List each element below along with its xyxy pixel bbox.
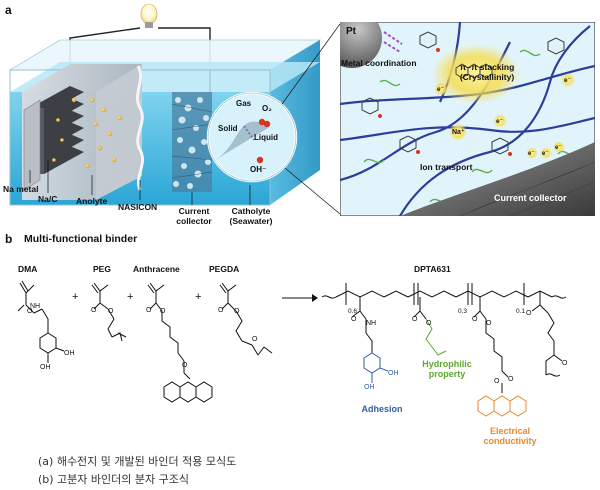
- pi-stacking-glow: [432, 44, 520, 104]
- hydrophilic-label: Hydrophilic property: [422, 359, 472, 379]
- dma-oh-atom-1: OH: [64, 350, 75, 357]
- subscript-0-1: 0.1: [516, 308, 525, 315]
- solid-label: Solid: [218, 124, 238, 133]
- electron-label-2: e⁻: [496, 118, 504, 125]
- dpta-oh-atom-1: OH: [388, 370, 399, 377]
- electrical-conductivity-label: Electrical conductivity: [483, 426, 537, 446]
- dpta-o-atom-3: O: [426, 320, 432, 327]
- battery-illustration: [8, 3, 340, 215]
- reaction-arrow: [282, 294, 318, 302]
- dma-nh-atom: NH: [30, 303, 40, 310]
- dpta-o-atom-7: O: [494, 378, 500, 385]
- molecule-fragments: [361, 31, 565, 155]
- pegda-o-atom-1: O: [218, 307, 224, 314]
- anthracene-name: Anthracene: [133, 264, 180, 274]
- nasicon-membrane: [135, 65, 145, 191]
- anthracene-o-atom-3: O: [182, 362, 188, 369]
- pegda-name: PEGDA: [209, 264, 240, 274]
- panel-b-title: Multi-functional binder: [24, 233, 138, 245]
- electron-label-4: e⁻: [528, 151, 535, 157]
- electrons: [434, 73, 575, 159]
- crystallinity-text: (Crystallinity): [459, 72, 515, 82]
- anthracene-monomer-structure: [147, 282, 213, 403]
- dpta-o-atom-2: O: [412, 316, 418, 323]
- pegda-o-atom-3: O: [252, 336, 258, 343]
- liquid-label: Liquid: [254, 133, 278, 142]
- dma-o-atom: O: [27, 308, 33, 315]
- plus-sign-3: +: [195, 291, 202, 303]
- anthracene-o-atom-2: O: [160, 308, 166, 315]
- anthracene-o-atom-1: O: [146, 307, 152, 314]
- peg-o-atom-1: O: [91, 307, 97, 314]
- anolyte-label: Anolyte: [76, 196, 108, 206]
- binder-network-zoom: [340, 22, 595, 216]
- na-c-electrode: [30, 86, 84, 174]
- subscript-0-6: 0.6: [348, 308, 357, 315]
- dma-oh-atom-2: OH: [40, 364, 51, 371]
- ion-transport-label: Ion transport: [420, 162, 473, 172]
- dpta-o-atom-9: O: [562, 360, 568, 367]
- dpta-o-atom-4: O: [472, 316, 478, 323]
- electron-label-3: e⁻: [564, 77, 572, 84]
- metal-coordination-bonds: [383, 31, 403, 53]
- light-bulb-icon: [140, 3, 158, 25]
- panel-b-letter: b: [5, 232, 13, 246]
- peg-o-atom-2: O: [108, 308, 114, 315]
- peg-structure: [91, 282, 127, 342]
- na-metal-plate: [23, 99, 41, 191]
- anolyte-particles: [52, 97, 123, 169]
- o2-label: O₂: [262, 104, 272, 113]
- zoom-line-bottom: [284, 167, 340, 215]
- nasicon-label: NASICON: [118, 202, 158, 212]
- dpta631-structure: 0.6 0.3 0.1 O NH O O O O O O O O OH OH: [321, 283, 568, 417]
- current-collector-zoom-label: Current collector: [494, 193, 567, 203]
- electron-label-6: e⁻: [555, 145, 562, 151]
- dpta-o-atom-6: O: [508, 376, 514, 383]
- gas-label: Gas: [236, 99, 252, 108]
- dpta-oh-atom-2: OH: [364, 384, 375, 391]
- dpta-o-atom-8: O: [526, 310, 532, 317]
- dma-structure: [17, 280, 65, 363]
- caption-b: (b) 고분자 바인더의 분자 구조식: [38, 473, 189, 486]
- monomer-structures: O NH OH OH O O O O O O O O: [17, 280, 273, 403]
- zoom-line-top: [281, 23, 340, 105]
- na-ion: [449, 123, 467, 141]
- plus-sign-2: +: [127, 291, 134, 303]
- pegda-o-atom-2: O: [234, 308, 240, 315]
- na-metal-label: Na metal: [3, 184, 39, 194]
- pegda-structure: [219, 282, 273, 356]
- metal-coordination-label: Metal coordination: [341, 58, 417, 68]
- catholyte-label: Catholyte (Seawater): [229, 206, 273, 226]
- electron-label-5: e⁻: [542, 151, 549, 157]
- dpta-name: DPTA631: [414, 264, 451, 274]
- dma-name: DMA: [18, 264, 38, 274]
- dpta-subscripts: 0.6 0.3 0.1: [348, 308, 525, 315]
- electron-label-1: e⁻: [437, 86, 445, 93]
- adhesion-label: Adhesion: [361, 404, 403, 414]
- current-collector-fibre: [400, 142, 595, 216]
- subscript-0-3: 0.3: [458, 308, 467, 315]
- panel-a-letter: a: [5, 3, 12, 17]
- dpta-o-atom-5: O: [486, 320, 492, 327]
- plus-sign-1: +: [72, 291, 79, 303]
- pt-label: Pt: [346, 26, 356, 37]
- pi-stacking-text: π–π stacking: [459, 62, 515, 72]
- na-c-label: Na/C: [38, 194, 58, 204]
- caption-a: (a) 해수전지 및 개발된 바인더 적용 모식도: [38, 455, 237, 468]
- peg-name: PEG: [93, 264, 111, 274]
- current-collector-sponge: [171, 92, 213, 192]
- dpta-o-atom-1: O: [351, 316, 357, 323]
- oh-label: OH⁻: [250, 165, 267, 174]
- dpta-nh-atom: NH: [366, 320, 376, 327]
- pt-particle: [340, 22, 382, 68]
- na-plus-label: Na⁺: [452, 129, 465, 136]
- current-collector-label: Current collector: [176, 206, 212, 226]
- pi-stacking-label: π–π stacking (Crystallinity): [452, 62, 522, 82]
